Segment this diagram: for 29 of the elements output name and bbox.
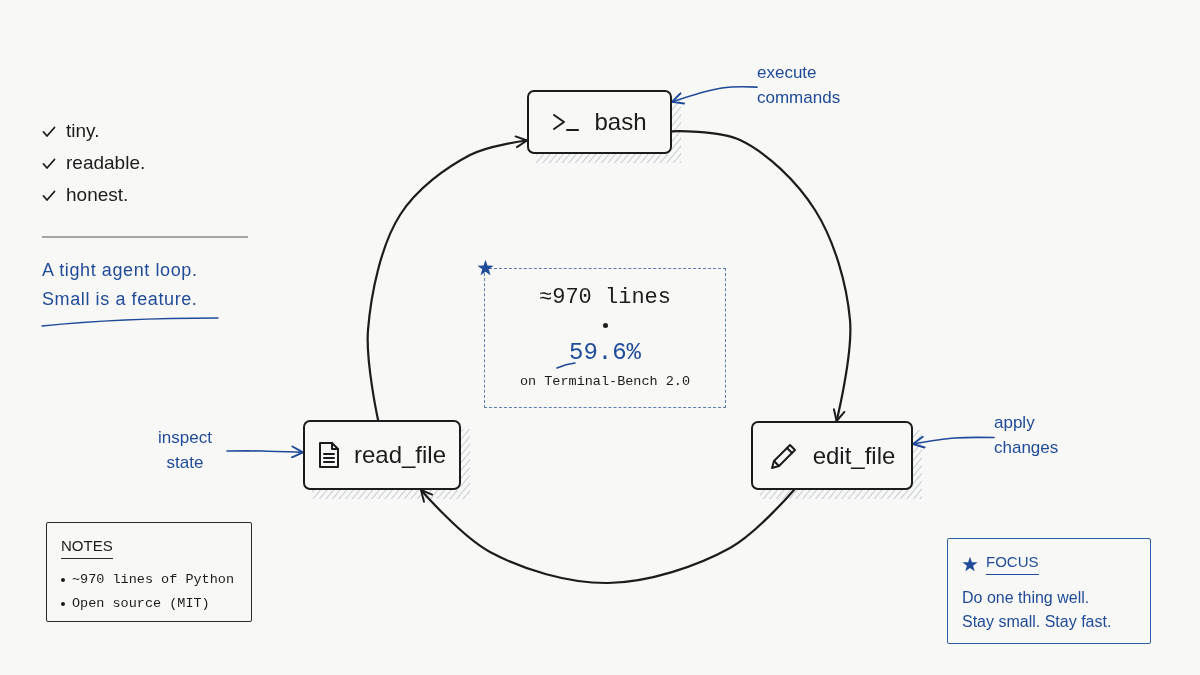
- stat-percent: 59.6%: [569, 340, 641, 366]
- tool-box: [527, 90, 672, 154]
- list-item: readable.: [66, 151, 146, 175]
- list-item: honest.: [66, 183, 129, 207]
- annotation-text: inspect state: [143, 425, 227, 477]
- annotation-text: apply changes: [994, 410, 1078, 464]
- panel-heading: FOCUS: [986, 553, 1039, 575]
- list-item: ~970 lines of Python: [72, 571, 235, 589]
- annotation-text: execute commands: [757, 60, 849, 112]
- curved-arrow: [671, 86, 758, 105]
- caption-text: on Terminal-Bench 2.0: [519, 373, 691, 391]
- tool-box: [303, 420, 461, 490]
- stat-value: ≈970 lines: [539, 285, 671, 311]
- tool-name: edit_file: [812, 441, 896, 470]
- notes-panel: [46, 522, 252, 622]
- tool-name: bash: [594, 108, 647, 136]
- tool-name: read_file: [353, 441, 447, 469]
- list-item: Open source (MIT): [72, 595, 210, 613]
- tagline-text: A tight agent loop. Small is a feature.: [42, 259, 199, 311]
- curved-arrow: [670, 130, 852, 423]
- focus-panel: [947, 538, 1151, 644]
- tool-box: [751, 421, 913, 490]
- panel-heading: NOTES: [61, 537, 113, 559]
- curved-arrow: [366, 135, 529, 422]
- panel-text: Do one thing well. Stay small. Stay fast.: [962, 588, 1113, 632]
- curved-arrow: [226, 445, 304, 459]
- curved-arrow: [419, 488, 796, 585]
- curved-arrow: [912, 435, 995, 449]
- list-item: tiny.: [66, 119, 100, 143]
